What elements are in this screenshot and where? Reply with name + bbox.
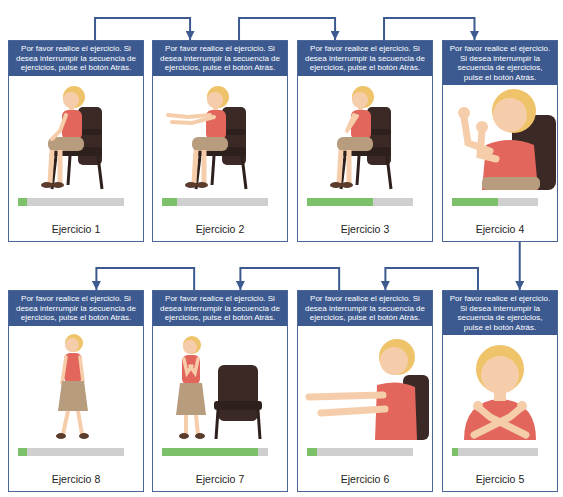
exercise-card: Por favor realice el ejercicio. Si desea… (297, 40, 433, 242)
exercise-card: Por favor realice el ejercicio. Si desea… (8, 290, 144, 492)
instruction-header: Por favor realice el ejercicio. Si desea… (9, 291, 143, 326)
exercise-card: Por favor realice el ejercicio. Si desea… (152, 40, 288, 242)
seated-closeup-figure (309, 339, 429, 440)
exercise-label: Ejercicio 4 (443, 221, 557, 241)
flow-arrow (385, 268, 478, 290)
bust-figure (464, 345, 536, 440)
exercise-label: Ejercicio 2 (153, 221, 287, 241)
progress-bar (18, 198, 124, 206)
exercise-label: Ejercicio 5 (443, 471, 557, 491)
exercise-card: Por favor realice el ejercicio. Si desea… (297, 290, 433, 492)
instruction-header: Por favor realice el ejercicio. Si desea… (9, 41, 143, 76)
seated-closeup-figure (458, 89, 556, 190)
instruction-header: Por favor realice el ejercicio. Si desea… (153, 291, 287, 326)
flow-arrow (519, 242, 521, 290)
progress-bar (307, 448, 413, 456)
instruction-header: Por favor realice el ejercicio. Si desea… (443, 41, 557, 85)
progress-bar (452, 198, 538, 206)
exercise-label: Ejercicio 7 (153, 471, 287, 491)
flow-arrow (96, 268, 194, 290)
progress-bar (18, 448, 124, 456)
exercise-label: Ejercicio 1 (9, 221, 143, 241)
exercise-label: Ejercicio 8 (9, 471, 143, 491)
exercise-card: Por favor realice el ejercicio. Si desea… (442, 290, 558, 492)
standing-figure (176, 336, 262, 439)
exercise-label: Ejercicio 6 (298, 471, 432, 491)
flow-arrow (240, 268, 339, 290)
instruction-header: Por favor realice el ejercicio. Si desea… (443, 291, 557, 335)
instruction-header: Por favor realice el ejercicio. Si desea… (298, 291, 432, 326)
flow-arrow (239, 18, 335, 40)
exercise-card: Por favor realice el ejercicio. Si desea… (442, 40, 558, 242)
progress-bar (162, 448, 268, 456)
seated-figure (41, 86, 102, 189)
flow-arrow (384, 18, 474, 40)
exercise-label: Ejercicio 3 (298, 221, 432, 241)
progress-bar (307, 198, 413, 206)
exercise-card: Por favor realice el ejercicio. Si desea… (152, 290, 288, 492)
progress-bar (452, 448, 538, 456)
exercise-card: Por favor realice el ejercicio. Si desea… (8, 40, 144, 242)
flow-arrow (95, 18, 190, 40)
seated-figure (330, 86, 391, 189)
progress-bar (162, 198, 268, 206)
instruction-header: Por favor realice el ejercicio. Si desea… (153, 41, 287, 76)
instruction-header: Por favor realice el ejercicio. Si desea… (298, 41, 432, 76)
seated-figure (168, 86, 246, 189)
standing-figure (56, 334, 89, 439)
